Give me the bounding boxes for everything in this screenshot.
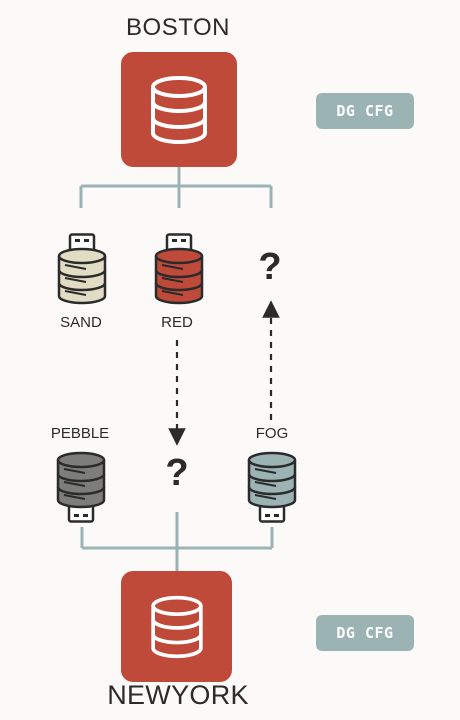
unknown-drive-top: ? [258,246,282,288]
drive-label-sand: SAND [60,314,102,331]
dg-cfg-badge-top: DG CFG [316,93,414,129]
dg-cfg-badge-bottom: DG CFG [316,615,414,651]
database-icon [150,595,203,658]
usb-drive-fog-icon [247,451,297,523]
unknown-drive-bottom: ? [165,452,189,494]
drive-label-fog: FOG [255,425,289,442]
database-icon [151,75,207,144]
boston-site-title: BOSTON [126,14,230,41]
boston-site-box [121,52,237,167]
drive-label-pebble: PEBBLE [50,425,110,442]
usb-drive-sand-icon [57,233,107,305]
newyork-site-title: NEWYORK [107,680,249,710]
drive-label-red: RED [161,314,193,331]
usb-drive-pebble-icon [56,451,106,523]
usb-drive-red-icon [154,233,204,305]
newyork-site-box [121,571,232,682]
